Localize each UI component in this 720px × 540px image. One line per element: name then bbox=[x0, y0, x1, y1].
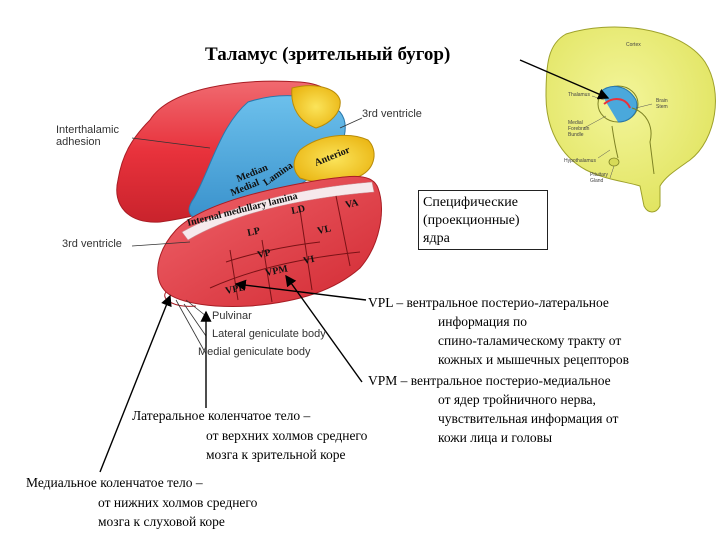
mgb-text-3: мозга к слуховой коре bbox=[98, 514, 225, 529]
pulvinar-label: Pulvinar bbox=[212, 310, 252, 322]
lgb-text-2: от верхних холмов среднего bbox=[206, 428, 368, 443]
inset-cortex-label: Cortex bbox=[626, 42, 641, 48]
internal-medullary-lamina bbox=[181, 181, 375, 241]
vpl-text-2: информация по bbox=[438, 314, 527, 329]
vpm-arrow bbox=[285, 274, 363, 383]
vpm-text-4: кожи лица и головы bbox=[438, 430, 553, 445]
inset-forebrain-label-1: Medial bbox=[568, 120, 583, 126]
vpl-text-4: кожных и мышечных рецепторов bbox=[438, 352, 630, 367]
vpl-text-1: VPL – вентральное постерио-латеральное bbox=[368, 295, 609, 310]
box-line-2: (проекционные) bbox=[423, 213, 520, 228]
interthalamic-line-2: adhesion bbox=[56, 136, 101, 148]
lgb-text-3: мозга к зрительной коре bbox=[206, 447, 346, 462]
third-ventricle-left-label: 3rd ventricle bbox=[62, 238, 122, 250]
vp-label: VP bbox=[256, 247, 271, 261]
inset-pituitary-label-1: Pituitary bbox=[590, 172, 609, 178]
leader-lines bbox=[131, 117, 363, 355]
vi-label: VI bbox=[302, 254, 315, 267]
arrows bbox=[99, 59, 610, 473]
left-anterior-nucleus bbox=[291, 85, 341, 129]
right-thalamus-lobe bbox=[157, 175, 382, 307]
inset-brain-outline bbox=[545, 26, 716, 213]
inset-brainstem-label-1: Brain bbox=[656, 98, 668, 104]
mgb-text-1: Медиальное коленчатое тело – bbox=[26, 475, 203, 490]
interthalamic-line-1: Interthalamic bbox=[56, 124, 119, 136]
medial-geniculate-label: Medial geniculate body bbox=[198, 346, 311, 358]
box-line-3: ядра bbox=[423, 231, 450, 246]
lateral-geniculate-label: Lateral geniculate body bbox=[212, 328, 326, 340]
ld-label: LD bbox=[290, 203, 306, 217]
inset-hypothalamus-label: Hypothalamus bbox=[564, 158, 596, 164]
vpl-arrow bbox=[234, 279, 367, 301]
title-to-inset-arrow bbox=[519, 59, 610, 100]
page-title: Таламус (зрительный бугор) bbox=[205, 44, 451, 65]
vpm-text-1: VPM – вентральное постерио-медиальное bbox=[368, 373, 611, 388]
third-ventricle-top-label: 3rd ventricle bbox=[362, 108, 422, 120]
inset-forebrain-label-3: Bundle bbox=[568, 132, 584, 138]
inset-pituitary-label-2: Gland bbox=[590, 178, 604, 184]
vpl-text-3: спино-таламическому тракту от bbox=[438, 333, 622, 348]
mgb-arrow bbox=[99, 294, 172, 473]
vpm-label: VPM bbox=[264, 263, 289, 279]
anterior-nucleus bbox=[293, 134, 375, 183]
nuclei-boundaries bbox=[209, 195, 361, 303]
vpm-text-2: от ядер тройничного нерва, bbox=[438, 392, 596, 407]
interthalamic-adhesion-label: Interthalamic adhesion bbox=[56, 124, 119, 148]
specific-nuclei-box: Специфические (проекционные) ядра bbox=[418, 190, 548, 250]
mgb-text-2: от нижних холмов среднего bbox=[98, 495, 258, 510]
va-label: VA bbox=[344, 197, 360, 211]
box-line-1: Специфические bbox=[423, 195, 518, 210]
vpm-text-3: чувствительная информация от bbox=[438, 411, 619, 426]
vl-label: VL bbox=[316, 223, 332, 237]
inset-thalamus-label: Thalamus bbox=[568, 92, 590, 98]
lp-label: LP bbox=[246, 226, 261, 239]
lgb-text-1: Латеральное коленчатое тело – bbox=[132, 408, 311, 423]
inset-forebrain-label-2: Forebrain bbox=[568, 126, 590, 132]
inset-brainstem-label-2: Stem bbox=[656, 104, 668, 110]
